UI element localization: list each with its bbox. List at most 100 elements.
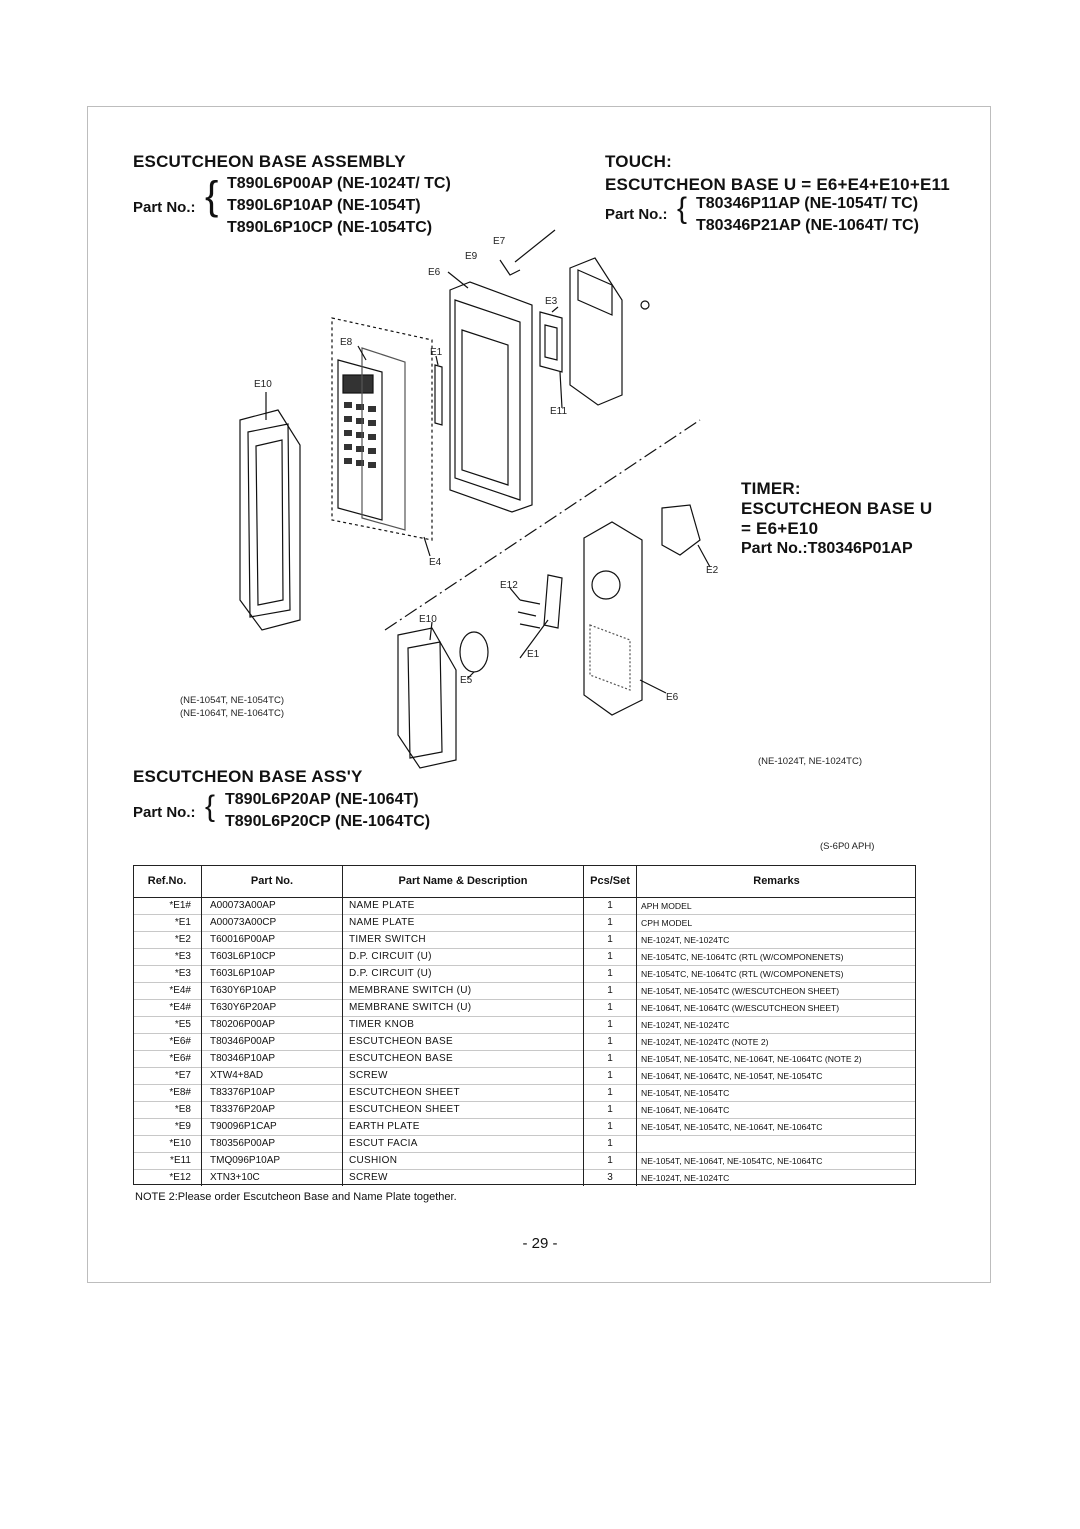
remarks-cell: NE-1064T, NE-1064TC	[636, 1101, 916, 1119]
part-no-cell: A00073A00AP	[201, 897, 343, 915]
description-cell: NAME PLATE	[342, 897, 584, 915]
pcs-cell: 1	[583, 1033, 637, 1051]
remarks-cell: NE-1024T, NE-1024TC (NOTE 2)	[636, 1033, 916, 1051]
label-e4: E4	[429, 557, 442, 568]
remarks-cell: NE-1064T, NE-1064TC, NE-1054T, NE-1054TC	[636, 1067, 916, 1085]
touch-part-1: T80346P11AP (NE-1054T/ TC)	[696, 195, 919, 212]
part-no-cell: T80356P00AP	[201, 1135, 343, 1153]
label-e1-mid: E1	[527, 649, 540, 660]
pcs-cell: 1	[583, 1084, 637, 1102]
note-text: NOTE 2:Please order Escutcheon Base and …	[135, 1191, 457, 1203]
part-no-cell: T630Y6P10AP	[201, 982, 343, 1000]
label-e2: E2	[706, 565, 719, 576]
assy2-part-label: Part No.:	[133, 804, 196, 821]
timer-part-number: Part No.:T80346P01AP	[741, 540, 913, 557]
remarks-cell: NE-1054T, NE-1064T, NE-1054TC, NE-1064TC	[636, 1152, 916, 1170]
remarks-cell: NE-1054TC, NE-1064TC (RTL (W/COMPONENETS…	[636, 948, 916, 966]
models-left-2: (NE-1064T, NE-1064TC)	[180, 708, 285, 719]
remarks-cell: CPH MODEL	[636, 914, 916, 932]
part-no-cell: XTN3+10C	[201, 1169, 343, 1186]
label-e5: E5	[460, 675, 473, 686]
pcs-cell: 1	[583, 1135, 637, 1153]
description-cell: MEMBRANE SWITCH (U)	[342, 999, 584, 1017]
ref-cell: *E8	[133, 1101, 202, 1119]
remarks-cell: NE-1024T, NE-1024TC	[636, 1169, 916, 1186]
touch-title: TOUCH:	[605, 152, 672, 171]
label-e8: E8	[340, 337, 353, 348]
header-part-no: Part No.	[201, 865, 343, 898]
models-right: (NE-1024T, NE-1024TC)	[758, 756, 863, 767]
description-cell: NAME PLATE	[342, 914, 584, 932]
pcs-cell: 1	[583, 1050, 637, 1068]
pcs-cell: 1	[583, 948, 637, 966]
diagram-code: (S-6P0 APH)	[820, 841, 875, 852]
pcs-cell: 1	[583, 999, 637, 1017]
page-frame	[87, 106, 991, 1283]
ref-cell: *E4#	[133, 999, 202, 1017]
label-e12: E12	[500, 580, 518, 591]
part-no-cell: T83376P20AP	[201, 1101, 343, 1119]
description-cell: TIMER KNOB	[342, 1016, 584, 1034]
remarks-cell: NE-1024T, NE-1024TC	[636, 931, 916, 949]
label-e11: E11	[550, 406, 568, 417]
ref-cell: *E1#	[169, 900, 191, 911]
ref-cell: *E11	[133, 1152, 202, 1170]
pcs-cell: 1	[583, 1118, 637, 1136]
models-left-1: (NE-1054T, NE-1054TC)	[180, 695, 285, 706]
touch-brace: {	[677, 192, 688, 225]
assembly-title: ESCUTCHEON BASE ASSEMBLY	[133, 152, 406, 171]
remarks-cell: APH MODEL	[636, 897, 916, 915]
ref-cell: *E10	[133, 1135, 202, 1153]
timer-line2: ESCUTCHEON BASE U	[741, 499, 933, 518]
pcs-cell: 1	[583, 1152, 637, 1170]
remarks-cell: NE-1054TC, NE-1064TC (RTL (W/COMPONENETS…	[636, 965, 916, 983]
assembly-part-label: Part No.:	[133, 199, 196, 216]
part-no-cell: T603L6P10CP	[201, 948, 343, 966]
description-cell: EARTH PLATE	[342, 1118, 584, 1136]
label-e1-top: E1	[430, 347, 443, 358]
remarks-cell: NE-1064T, NE-1064TC (W/ESCUTCHEON SHEET)	[636, 999, 916, 1017]
pcs-cell: 1	[583, 965, 637, 983]
touch-part-2: T80346P21AP (NE-1064T/ TC)	[696, 217, 919, 234]
description-cell: ESCUTCHEON SHEET	[342, 1101, 584, 1119]
label-e10-left: E10	[254, 379, 272, 390]
description-cell: ESCUT FACIA	[342, 1135, 584, 1153]
ref-cell: *E3	[133, 948, 202, 966]
pcs-cell: 1	[583, 914, 637, 932]
remarks-cell: NE-1054T, NE-1054TC, NE-1064T, NE-1064TC…	[636, 1050, 916, 1068]
part-no-cell: T83376P10AP	[201, 1084, 343, 1102]
description-cell: ESCUTCHEON BASE	[342, 1050, 584, 1068]
description-cell: MEMBRANE SWITCH (U)	[342, 982, 584, 1000]
remarks-cell: NE-1054T, NE-1054TC	[636, 1084, 916, 1102]
assembly-brace: {	[205, 174, 219, 218]
label-e10-mid: E10	[419, 614, 437, 625]
header-remarks: Remarks	[636, 865, 916, 898]
ref-cell: *E6#	[133, 1050, 202, 1068]
part-no-cell: T90096P1CAP	[201, 1118, 343, 1136]
ref-cell: *E2	[133, 931, 202, 949]
assembly-part-2: T890L6P10AP (NE-1054T)	[227, 197, 421, 214]
part-no-cell: T80346P00AP	[201, 1033, 343, 1051]
label-e9: E9	[465, 251, 478, 262]
assembly-part-1: T890L6P00AP (NE-1024T/ TC)	[227, 175, 451, 192]
header-description: Part Name & Description	[342, 865, 584, 898]
touch-subtitle: ESCUTCHEON BASE U = E6+E4+E10+E11	[605, 175, 950, 194]
part-no-cell: T80346P10AP	[201, 1050, 343, 1068]
ref-cell: *E6#	[133, 1033, 202, 1051]
assembly-part-3: T890L6P10CP (NE-1054TC)	[227, 219, 433, 236]
pcs-cell: 1	[583, 931, 637, 949]
description-cell: TIMER SWITCH	[342, 931, 584, 949]
